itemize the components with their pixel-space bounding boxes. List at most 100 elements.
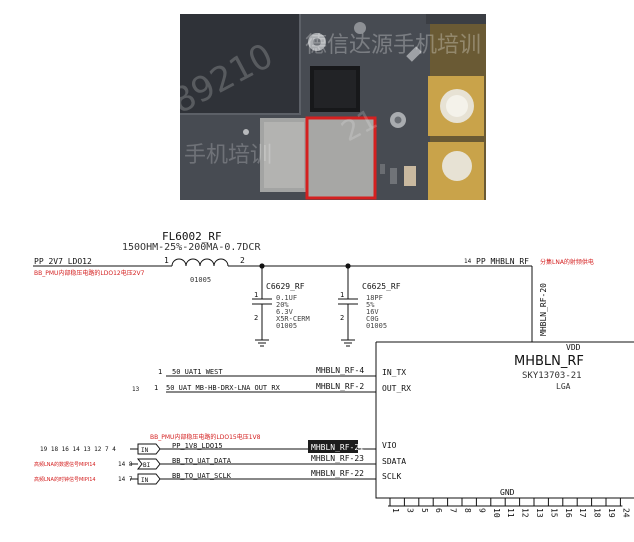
pcb-photo: 德信达源手机培训 手机培训 89210 21 — [180, 14, 486, 200]
cap1-dielectric: X5R-CERM — [276, 315, 310, 323]
note-bb-data: 高频LNA的数据信号MIPI14 — [34, 461, 96, 468]
chip-package: LGA — [556, 382, 571, 391]
cap2-dielectric: C0G — [366, 315, 379, 323]
passive-2 — [390, 168, 397, 184]
gnd-pin-number: 24 — [621, 508, 630, 518]
gnd-pin-number: 7 — [449, 508, 458, 513]
watermark-text: 德信达源手机培训 — [305, 33, 481, 58]
net-mhbln-22: MHBLN_RF-22 — [311, 469, 364, 478]
net-mhbln-2: MHBLN_RF-2 — [316, 382, 364, 391]
cap2-value: 18PF — [366, 294, 383, 302]
gnd-pin-number: 13 — [535, 508, 544, 518]
cap2-tolerance: 5% — [366, 301, 375, 309]
cap2-voltage: 16V — [366, 308, 379, 316]
passive-3 — [380, 164, 385, 174]
chip-pin-vio: VIO — [382, 441, 397, 450]
net-pp1v8: PP_1V8_LDO15 — [172, 442, 223, 450]
gnd-pin-number: 19 — [607, 508, 616, 518]
gnd-pin-number: 12 — [521, 508, 530, 518]
via-3 — [354, 22, 366, 34]
cap2-pin2: 2 — [340, 314, 344, 322]
pcb-top-edge — [426, 14, 486, 24]
flag-vio-label: IN — [141, 447, 149, 454]
bb-sclk-pins: 14 7 — [118, 476, 133, 483]
flag-sdata-label: BI — [143, 462, 151, 469]
net-bb-data: BB_TO_UAT_DATA — [172, 457, 232, 465]
inductor-pin1: 1 — [164, 256, 169, 265]
net-mhbln-21: MHBLN_RF-21 — [311, 443, 364, 452]
note-bb-sclk: 高频LNA的时钟信号MIPI14 — [34, 476, 96, 483]
inductor-symbol — [171, 258, 229, 267]
cap1-tolerance: 20% — [276, 301, 289, 309]
smd-part-angled — [406, 46, 422, 62]
net-uat-mb: 50_UAT_MB-HB-DRX-LNA_OUT_RX — [166, 384, 281, 392]
junction-2 — [345, 263, 351, 269]
passive-1 — [404, 166, 416, 186]
chip-gnd-label: GND — [500, 488, 515, 497]
gnd-pin-number: 18 — [593, 508, 602, 518]
port-flag-vio — [137, 443, 161, 455]
gnd-pin-number: 9 — [477, 508, 486, 513]
chip-name: MHBLN_RF — [514, 354, 584, 369]
chip-vdd-label: VDD — [566, 343, 581, 352]
via-2-core — [394, 116, 402, 124]
gnd-pin-number: 5 — [420, 508, 429, 513]
net-mhbln-4: MHBLN_RF-4 — [316, 366, 364, 375]
net-pp2v7: PP_2V7_LDO12 — [34, 257, 92, 266]
inductor-pin2: 2 — [240, 256, 245, 265]
note-pp-mhbln: 分集LNA的射频供电 — [540, 258, 594, 266]
net-bb-sclk: BB_TO_UAT_SCLK — [172, 472, 232, 480]
junction-1 — [259, 263, 265, 269]
flag-sclk-label: IN — [141, 477, 149, 484]
inductor-package: 01005 — [190, 276, 211, 284]
chip-pin-sclk: SCLK — [382, 472, 401, 481]
uat-mb-pin: 1 — [154, 384, 158, 392]
gnd-pin-number: 16 — [564, 508, 573, 518]
pp1v8-pins: 19 18 16 14 13 12 7 4 — [40, 446, 116, 453]
cap1-value: 0.1UF — [276, 294, 297, 302]
watermark-text-2: 手机培训 — [184, 143, 272, 168]
net-mhbln-vdd: MHBLN_RF-20 — [539, 283, 548, 336]
gnd-pin-number: 1 — [391, 508, 400, 513]
net-mhbln-23: MHBLN_RF-23 — [311, 454, 364, 463]
net-uat1-west: 50_UAT1_WEST — [172, 368, 223, 376]
note-pp2v7: BB_PMU内部稳压电路的LDO12电压2V7 — [34, 269, 145, 277]
highlight-box — [305, 116, 377, 200]
cap2-package: 01005 — [366, 322, 387, 330]
chip-pin-out-rx: OUT_RX — [382, 384, 411, 393]
uat1-pin: 1 — [158, 368, 162, 376]
cap1-pin2: 2 — [254, 314, 258, 322]
gnd-pin-number: 17 — [578, 508, 587, 518]
mount-hole-upper-inner — [446, 95, 468, 117]
gnd-pin-number: 11 — [506, 508, 515, 518]
highlighted-chip — [307, 118, 375, 198]
cap1-pin1: 1 — [254, 291, 258, 299]
port-flag-sclk — [137, 473, 161, 485]
chip-pin-in-tx: IN_TX — [382, 368, 406, 377]
chip-pin-sdata: SDATA — [382, 457, 406, 466]
gnd-pin-number: 10 — [492, 508, 501, 518]
black-ic-top — [314, 70, 356, 108]
pcb-trace — [180, 14, 301, 115]
gnd-pin-number: 3 — [405, 508, 414, 513]
shield-chip-left-top — [264, 122, 304, 188]
bb-data-pins: 14 8 — [118, 461, 133, 468]
note-pp1v8: BB_PMU内部稳压电路的LDO15电压1V8 — [150, 433, 261, 441]
chip-body — [375, 341, 634, 499]
gnd-pin-number: 8 — [463, 508, 472, 513]
pp-mhbln-pin: 14 — [464, 258, 472, 265]
mount-hole-lower — [442, 151, 472, 181]
cap1-package: 01005 — [276, 322, 297, 330]
gnd-pin-number: 15 — [549, 508, 558, 518]
net-highlight — [308, 440, 358, 453]
cap1-voltage: 6.3V — [276, 308, 294, 316]
uat-mb-prefix: 13 — [132, 386, 140, 393]
net-pp-mhbln: PP_MHBLN_RF — [476, 257, 529, 266]
via-small — [243, 129, 249, 135]
cap1-ref: C6629_RF — [266, 282, 305, 291]
gnd-pin-number: 6 — [434, 508, 443, 513]
inductor-ref: FL6002_RF — [162, 230, 222, 243]
via-1-core — [313, 38, 321, 46]
